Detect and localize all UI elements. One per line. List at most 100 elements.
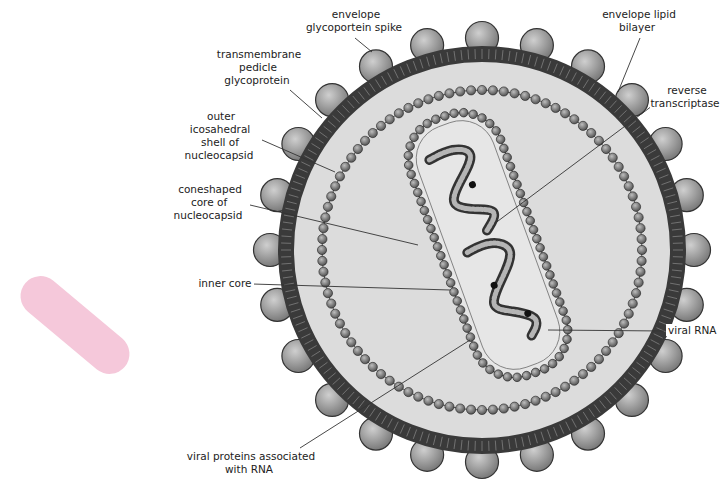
bilayer-hatch: [644, 143, 652, 148]
core-bead: [452, 295, 463, 306]
bilayer-hatch: [454, 51, 455, 61]
bilayer-hatch: [285, 208, 295, 210]
bilayer-hatch: [400, 424, 404, 433]
bilayer-hatch: [337, 383, 344, 390]
shell-bead: [634, 213, 643, 222]
bilayer-hatch: [301, 162, 310, 166]
bilayer-hatch: [281, 250, 291, 251]
bilayer-hatch: [433, 55, 435, 65]
bilayer-hatch: [440, 53, 442, 63]
bilayer-hatch: [382, 76, 387, 85]
bilayer-hatch: [560, 424, 564, 433]
bilayer-hatch: [572, 419, 577, 428]
part-label: envelope glycoportein spike: [306, 8, 404, 33]
bilayer-hatch: [578, 415, 583, 424]
bilayer-hatch: [333, 116, 340, 123]
bilayer-hatch: [654, 334, 663, 338]
shell-bead: [376, 370, 385, 379]
lipid-bilayer: [286, 54, 678, 446]
shell-bead: [385, 376, 394, 385]
bilayer-hatch: [447, 438, 449, 448]
rna-texture: [429, 144, 499, 241]
shell-bead: [335, 319, 344, 328]
core-bead: [405, 141, 416, 152]
part-label-box: transmembrane pedicle glycoprotein: [212, 48, 304, 87]
bilayer-hatch: [293, 181, 302, 184]
bilayer-hatch: [291, 309, 301, 312]
reverse-transcriptase: [468, 180, 477, 189]
bilayer-hatch: [324, 368, 332, 374]
bilayer-hatch: [659, 175, 668, 179]
bilayer-hatch: [535, 57, 538, 67]
part-label: reverse transcriptase: [650, 84, 721, 109]
bilayer-hatch: [600, 92, 606, 100]
bilayer-hatch: [628, 373, 636, 379]
shell-bead: [631, 202, 640, 211]
core-bead: [412, 187, 423, 198]
part-label: viral proteins associated with RNA: [185, 450, 315, 475]
bilayer-hatch: [370, 83, 376, 91]
shell-bead: [317, 245, 326, 254]
bilayer-hatch: [289, 303, 299, 306]
shell-bead: [319, 224, 328, 233]
bilayer-hatch: [308, 346, 317, 351]
shell-bead: [634, 278, 643, 287]
bilayer-hatch: [624, 378, 631, 385]
core-bead: [525, 215, 536, 226]
core-bead: [449, 108, 460, 119]
shell-bead: [323, 202, 332, 211]
core-bead: [458, 107, 469, 118]
bilayer-hatch: [535, 434, 538, 444]
part-label: envelope lipid bilayer: [600, 8, 676, 33]
bilayer-hatch: [656, 168, 665, 172]
core-bead: [468, 109, 479, 120]
bilayer-hatch: [605, 96, 611, 104]
bilayer-hatch: [488, 441, 489, 451]
shell-bead: [368, 362, 377, 371]
leader-line: [300, 340, 470, 448]
core-bead: [429, 232, 440, 243]
core-bead: [512, 372, 523, 383]
shell-bead: [335, 172, 344, 181]
bilayer-hatch: [672, 270, 682, 271]
shell-bead: [499, 87, 508, 96]
bilayer-hatch: [337, 110, 344, 117]
core-bead: [448, 286, 459, 297]
bilayer-hatch: [615, 105, 622, 112]
bilayer-hatch: [667, 201, 677, 203]
bilayer-hatch: [671, 222, 681, 223]
bilayer-hatch: [328, 373, 336, 379]
shell-bead: [414, 99, 423, 108]
bilayer-hatch: [407, 427, 411, 436]
part-label-box: envelope lipid bilayer: [600, 8, 676, 34]
shell-bead: [456, 87, 465, 96]
bilayer-hatch: [671, 277, 681, 278]
bilayer-hatch: [358, 92, 364, 100]
shell-bead: [541, 392, 550, 401]
core-bead: [432, 241, 443, 252]
leader-line: [618, 38, 640, 92]
bilayer-hatch: [454, 439, 455, 449]
bilayer-hatch: [566, 422, 570, 431]
core-bead: [548, 278, 559, 289]
decor-bar: [12, 268, 137, 382]
leader-lines: [250, 38, 664, 448]
core-bead: [462, 323, 473, 334]
bilayer-hatch: [289, 195, 299, 198]
shell-bead: [466, 405, 475, 414]
core-bead: [541, 260, 552, 271]
bilayer-hatch: [495, 49, 497, 59]
bilayer-hatch: [342, 387, 349, 394]
shell-bead: [321, 213, 330, 222]
core-bead: [416, 196, 427, 207]
shell-bead: [619, 319, 628, 328]
core-outline: [396, 101, 579, 389]
bilayer-hatch: [467, 49, 469, 59]
bilayer-hatch: [654, 162, 663, 166]
core-bead: [554, 297, 565, 308]
bilayer-hatch: [670, 215, 680, 217]
shell-bead: [376, 121, 385, 130]
core-bead: [495, 134, 506, 145]
bilayer-hatch: [287, 296, 297, 298]
bilayer-hatch: [554, 64, 558, 73]
